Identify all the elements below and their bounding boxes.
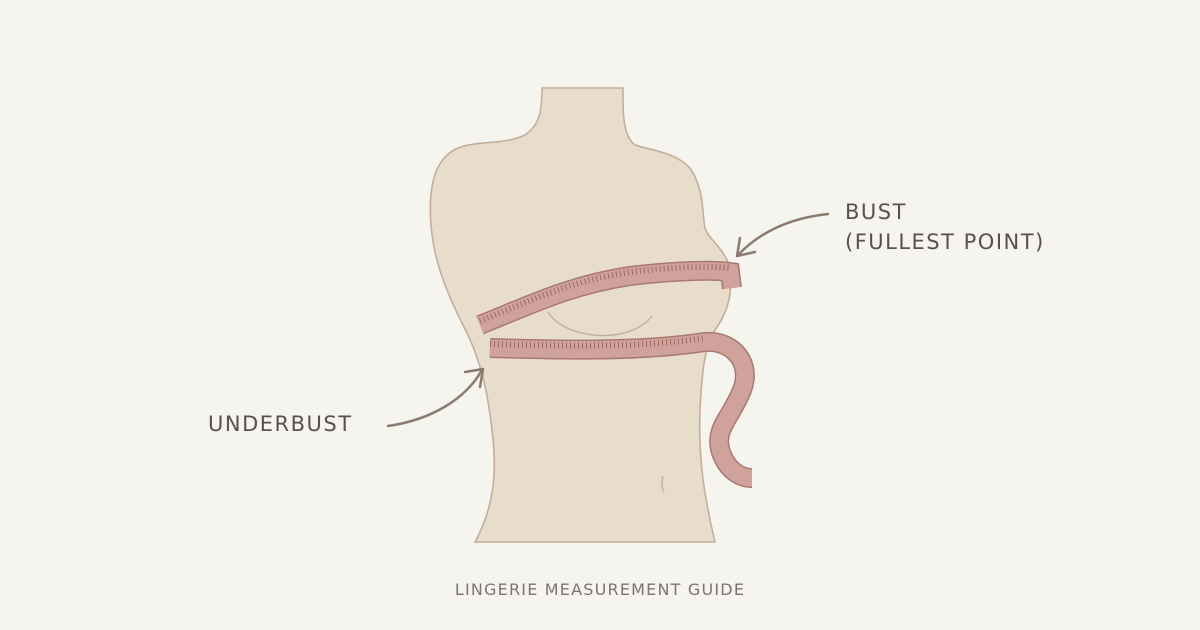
bust-tape-ticks	[478, 263, 731, 324]
torso-figure	[429, 87, 732, 543]
bust-sublabel: (FULLEST POINT)	[845, 230, 1045, 254]
bust-tape-face	[476, 262, 741, 333]
underbust-tape-face	[489, 333, 754, 487]
navel	[661, 475, 665, 493]
bust-arrow	[736, 212, 830, 257]
bust-arrowhead-icon	[735, 236, 757, 258]
underbust-arrow	[386, 368, 484, 428]
bust-label: BUST	[845, 200, 907, 224]
caption: LINGERIE MEASUREMENT GUIDE	[454, 580, 746, 599]
underbust-label: UNDERBUST	[208, 412, 353, 436]
underbust-arrowhead-icon	[463, 367, 485, 389]
bust-crease	[547, 311, 653, 337]
